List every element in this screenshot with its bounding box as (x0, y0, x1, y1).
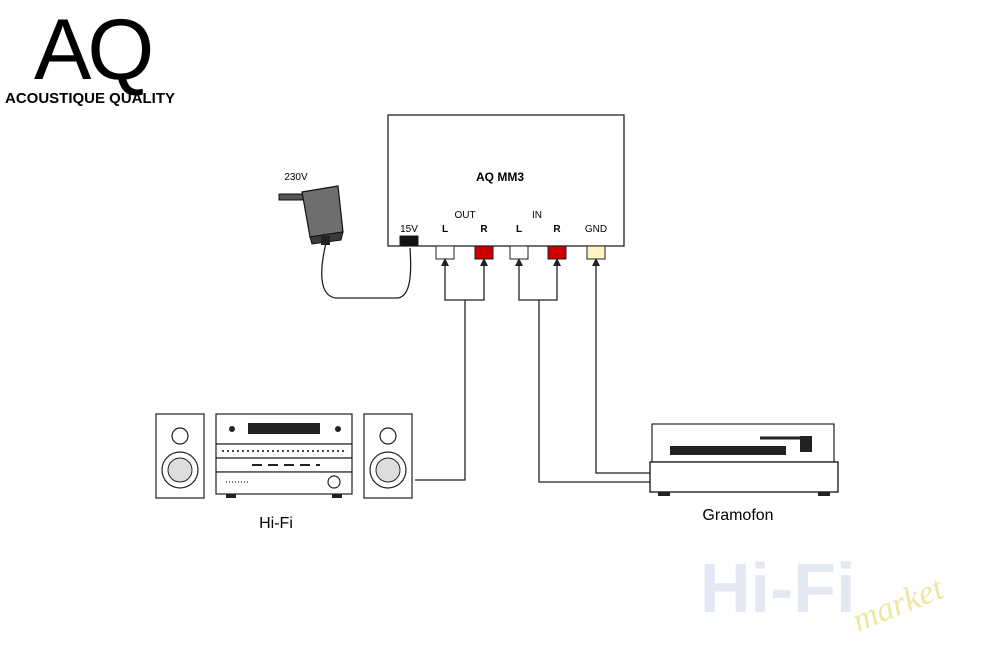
in-left-jack (509, 245, 529, 260)
watermark-script: market (847, 569, 950, 639)
left-speaker-icon (155, 413, 205, 499)
power-adapter: 230V (278, 172, 344, 245)
power-jack-label: 15V (400, 224, 418, 235)
arrow-gnd (592, 258, 600, 266)
arrowheads (441, 258, 600, 266)
cables (321, 242, 650, 483)
adapter-cable-boot (321, 236, 330, 245)
gnd-jack (586, 245, 606, 260)
turntable-platter-icon (670, 446, 786, 455)
brand-logo: AQ ACOUSTIQUE QUALITY (5, 2, 175, 107)
tonearm-base (800, 436, 812, 452)
preamp-title: AQ MM3 (476, 170, 524, 184)
right-speaker-icon (363, 413, 413, 499)
gnd-label: GND (585, 224, 607, 235)
adapter-voltage-label: 230V (284, 172, 308, 183)
cable-gnd-to-turntable (595, 260, 650, 474)
adapter-body-icon (301, 185, 344, 238)
in-left-label: L (516, 224, 522, 235)
turntable-base (649, 461, 839, 493)
power-jack (399, 235, 419, 247)
turntable-label: Gramofon (702, 507, 773, 524)
cable-out-to-hifi (415, 300, 466, 481)
stereo-units-icon (215, 413, 353, 498)
arrow-in-right (553, 258, 561, 266)
arrow-out-left (441, 258, 449, 266)
in-group-label: IN (532, 210, 542, 221)
preamp-device: AQ MM3 OUT IN 15V L R L R GND (387, 114, 625, 260)
cable-power (321, 242, 412, 299)
watermark: Hi-Fi market (700, 549, 950, 639)
logo-mark: AQ (34, 2, 150, 98)
cable-in-to-turntable (538, 300, 650, 483)
cable-in-join (518, 260, 558, 301)
out-left-label: L (442, 224, 448, 235)
cable-out-join (444, 260, 485, 301)
out-group-label: OUT (454, 210, 475, 221)
watermark-main: Hi-Fi (700, 549, 856, 627)
out-left-jack (435, 245, 455, 260)
in-right-jack (547, 245, 567, 260)
arrow-out-right (480, 258, 488, 266)
logo-name: ACOUSTIQUE QUALITY (5, 90, 175, 107)
hifi-label: Hi-Fi (259, 515, 293, 532)
turntable: Gramofon (649, 423, 839, 524)
in-right-label: R (553, 224, 561, 235)
hifi-system: Hi-Fi (155, 413, 413, 532)
arrow-in-left (515, 258, 523, 266)
out-right-label: R (480, 224, 488, 235)
preamp-body (387, 114, 625, 247)
out-right-jack (474, 245, 494, 260)
